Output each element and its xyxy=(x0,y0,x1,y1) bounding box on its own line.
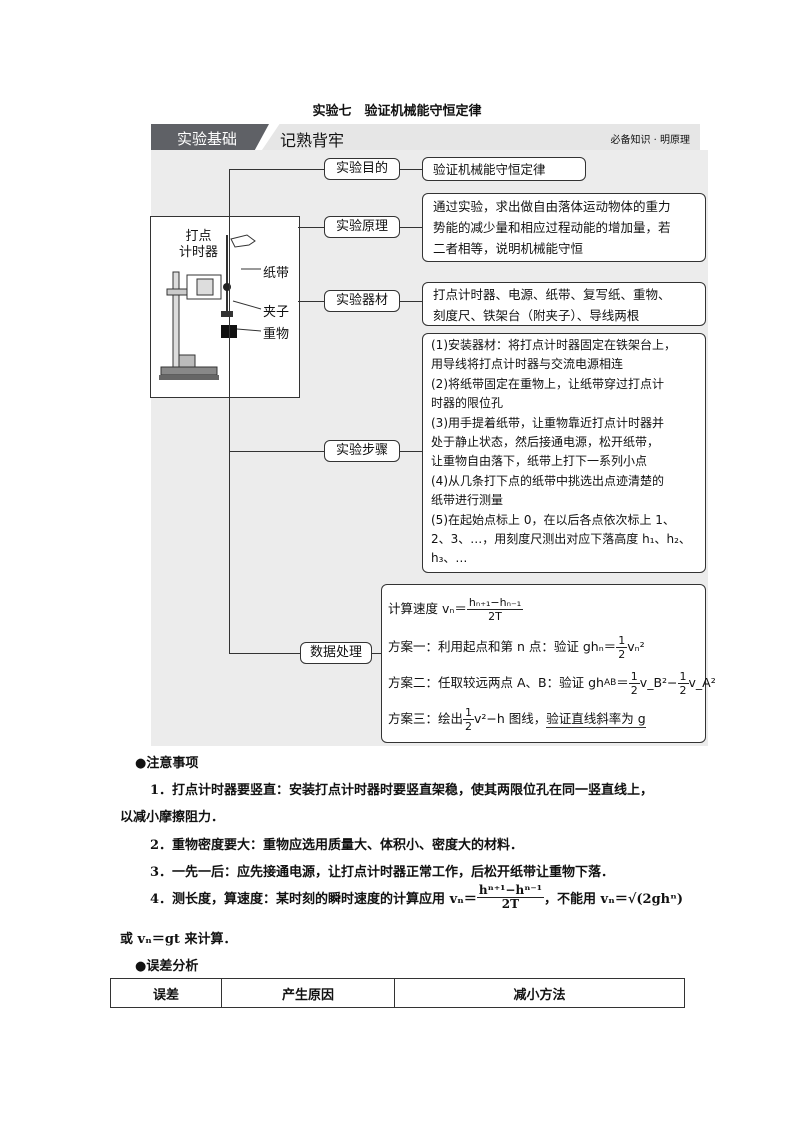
plan3-mid: v²−h 图线， xyxy=(474,711,547,726)
steps-box: (1)安装器材：将打点计时器固定在铁架台上， 用导线将打点计时器与交流电源相连 … xyxy=(422,333,706,573)
header-cause: 产生原因 xyxy=(221,978,395,1008)
link-steps xyxy=(398,451,422,453)
note-1a: 1．打点计时器要竖直：安装打点计时器时要竖直架稳，使其两限位孔在同一竖直线上， xyxy=(150,783,654,798)
note4-suffix: ，不能用 vₙ＝√(2ghⁿ) xyxy=(544,892,684,907)
timer-label: 打点 计时器 xyxy=(179,229,219,260)
step-line: 用导线将打点计时器与交流电源相连 xyxy=(431,357,624,372)
plan2-num: 1 xyxy=(628,669,640,684)
step-line: (1)安装器材：将打点计时器固定在铁架台上， xyxy=(431,338,676,352)
banner-basic: 实验基础 xyxy=(151,124,269,150)
step-line: (3)用手提着纸带，让重物靠近打点计时器并 xyxy=(431,415,664,430)
plan2-suffix: v_A² xyxy=(688,675,716,690)
banner-middle-text: 记熟背牢 xyxy=(280,131,345,150)
plan3-prefix: 方案三：绘出 xyxy=(388,711,464,726)
plan1-num: 1 xyxy=(616,633,628,648)
principle-line: 通过实验，求出做自由落体运动物体的重力 xyxy=(433,199,671,214)
step-line: (4)从几条打下点的纸带中挑选出点迹清楚的 xyxy=(431,473,664,488)
step-line: 时器的限位孔 xyxy=(431,396,504,411)
link-data xyxy=(371,653,381,655)
note4-den: 2T xyxy=(501,897,520,911)
label-equipment: 实验器材 xyxy=(324,290,400,312)
step-line: (2)将纸带固定在重物上，让纸带穿过打点计 xyxy=(431,376,664,391)
banner-left-text: 实验基础 xyxy=(177,130,238,148)
link-purpose xyxy=(398,169,422,171)
branch-principle xyxy=(298,227,324,229)
notes-title: ●注意事项 xyxy=(135,756,199,771)
step-line: 让重物自由落下，纸带上打下一系列小点 xyxy=(431,454,648,469)
label-principle: 实验原理 xyxy=(324,216,400,238)
header-error: 误差 xyxy=(110,978,222,1008)
step-line: h₃、… xyxy=(431,551,468,566)
label-steps: 实验步骤 xyxy=(324,440,400,462)
principle-box: 通过实验，求出做自由落体运动物体的重力 势能的减少量和相应过程动能的增加量，若 … xyxy=(422,193,706,262)
principle-line: 势能的减少量和相应过程动能的增加量，若 xyxy=(433,220,671,235)
branch-purpose xyxy=(229,169,324,171)
plan2-sub: AB xyxy=(603,678,617,688)
branch-data xyxy=(229,653,300,655)
equipment-line: 刻度尺、铁架台（附夹子）、导线两根 xyxy=(433,308,640,323)
plan1-den: 2 xyxy=(618,647,626,661)
label-data: 数据处理 xyxy=(300,642,372,664)
step-line: (5)在起始点标上 0，在以后各点依次标上 1、 xyxy=(431,512,675,527)
apparatus-figure: 打点 计时器 纸带 夹子 重物 xyxy=(150,216,300,398)
table-row: 误差 产生原因 减小方法 xyxy=(110,978,685,1008)
plan1-suffix: vₙ² xyxy=(627,639,645,654)
plan3-den: 2 xyxy=(465,719,473,733)
step-line: 处于静止状态，然后接通电源，松开纸带， xyxy=(431,435,660,450)
note4-num: hⁿ⁺¹−hⁿ⁻¹ xyxy=(476,883,545,898)
note-5: 或 vₙ＝gt 来计算． xyxy=(120,932,237,947)
tape-label: 纸带 xyxy=(263,266,290,281)
plan2-eq: ＝ xyxy=(616,675,629,690)
step-line: 2、3、…，用刻度尺测出对应下落高度 h₁、h₂、 xyxy=(431,532,691,547)
purpose-text: 验证机械能守恒定律 xyxy=(433,162,546,177)
plan2-den2: 2 xyxy=(679,683,687,697)
plan2-den: 2 xyxy=(630,683,638,697)
clip-label: 夹子 xyxy=(263,305,290,320)
header-method: 减小方法 xyxy=(394,978,685,1008)
note-1b: 以减小摩擦阻力． xyxy=(120,810,225,825)
trunk-line xyxy=(229,170,231,654)
purpose-box: 验证机械能守恒定律 xyxy=(422,157,586,181)
speed-prefix: 计算速度 vₙ＝ xyxy=(388,601,467,616)
speed-numerator: hₙ₊₁−hₙ₋₁ xyxy=(466,595,524,610)
equipment-box: 打点计时器、电源、纸带、复写纸、重物、 刻度尺、铁架台（附夹子）、导线两根 xyxy=(422,282,706,326)
banner-right-text: 必备知识 · 明原理 xyxy=(610,135,690,146)
plan1-prefix: 方案一：利用起点和第 n 点：验证 ghₙ＝ xyxy=(388,639,617,654)
plan2-mid: v_B²− xyxy=(639,675,678,690)
errors-title: ●误差分析 xyxy=(135,959,199,974)
speed-denominator: 2T xyxy=(488,609,502,623)
plan3-num: 1 xyxy=(463,705,475,720)
note-2: 2．重物密度要大：重物应选用质量大、体积小、密度大的材料． xyxy=(150,838,524,853)
link-principle xyxy=(398,227,422,229)
step-line: 纸带进行测量 xyxy=(431,493,504,508)
plan2-num2: 1 xyxy=(677,669,689,684)
principle-line: 二者相等，说明机械能守恒 xyxy=(433,241,584,256)
error-table: 误差 产生原因 减小方法 xyxy=(110,978,685,1008)
banner-memorize: 记熟背牢 必备知识 · 明原理 xyxy=(262,124,700,150)
apparatus-drawing xyxy=(159,234,262,380)
weight-label: 重物 xyxy=(263,327,290,342)
label-purpose: 实验目的 xyxy=(324,158,400,180)
plan3-suffix: 验证直线斜率为 g xyxy=(546,710,646,728)
plan2-prefix: 方案二：任取较远两点 A、B：验证 gh xyxy=(388,675,604,690)
page-title: 实验七 验证机械能守恒定律 xyxy=(312,104,482,119)
note-3: 3．一先一后：应先接通电源，让打点计时器正常工作，后松开纸带让重物下落． xyxy=(150,865,615,880)
link-equipment xyxy=(398,301,422,303)
branch-equipment xyxy=(298,301,324,303)
note4-prefix: 4．测长度，算速度：某时刻的瞬时速度的计算应用 vₙ＝ xyxy=(150,892,477,907)
equipment-line: 打点计时器、电源、纸带、复写纸、重物、 xyxy=(433,287,671,302)
branch-steps xyxy=(229,451,324,453)
